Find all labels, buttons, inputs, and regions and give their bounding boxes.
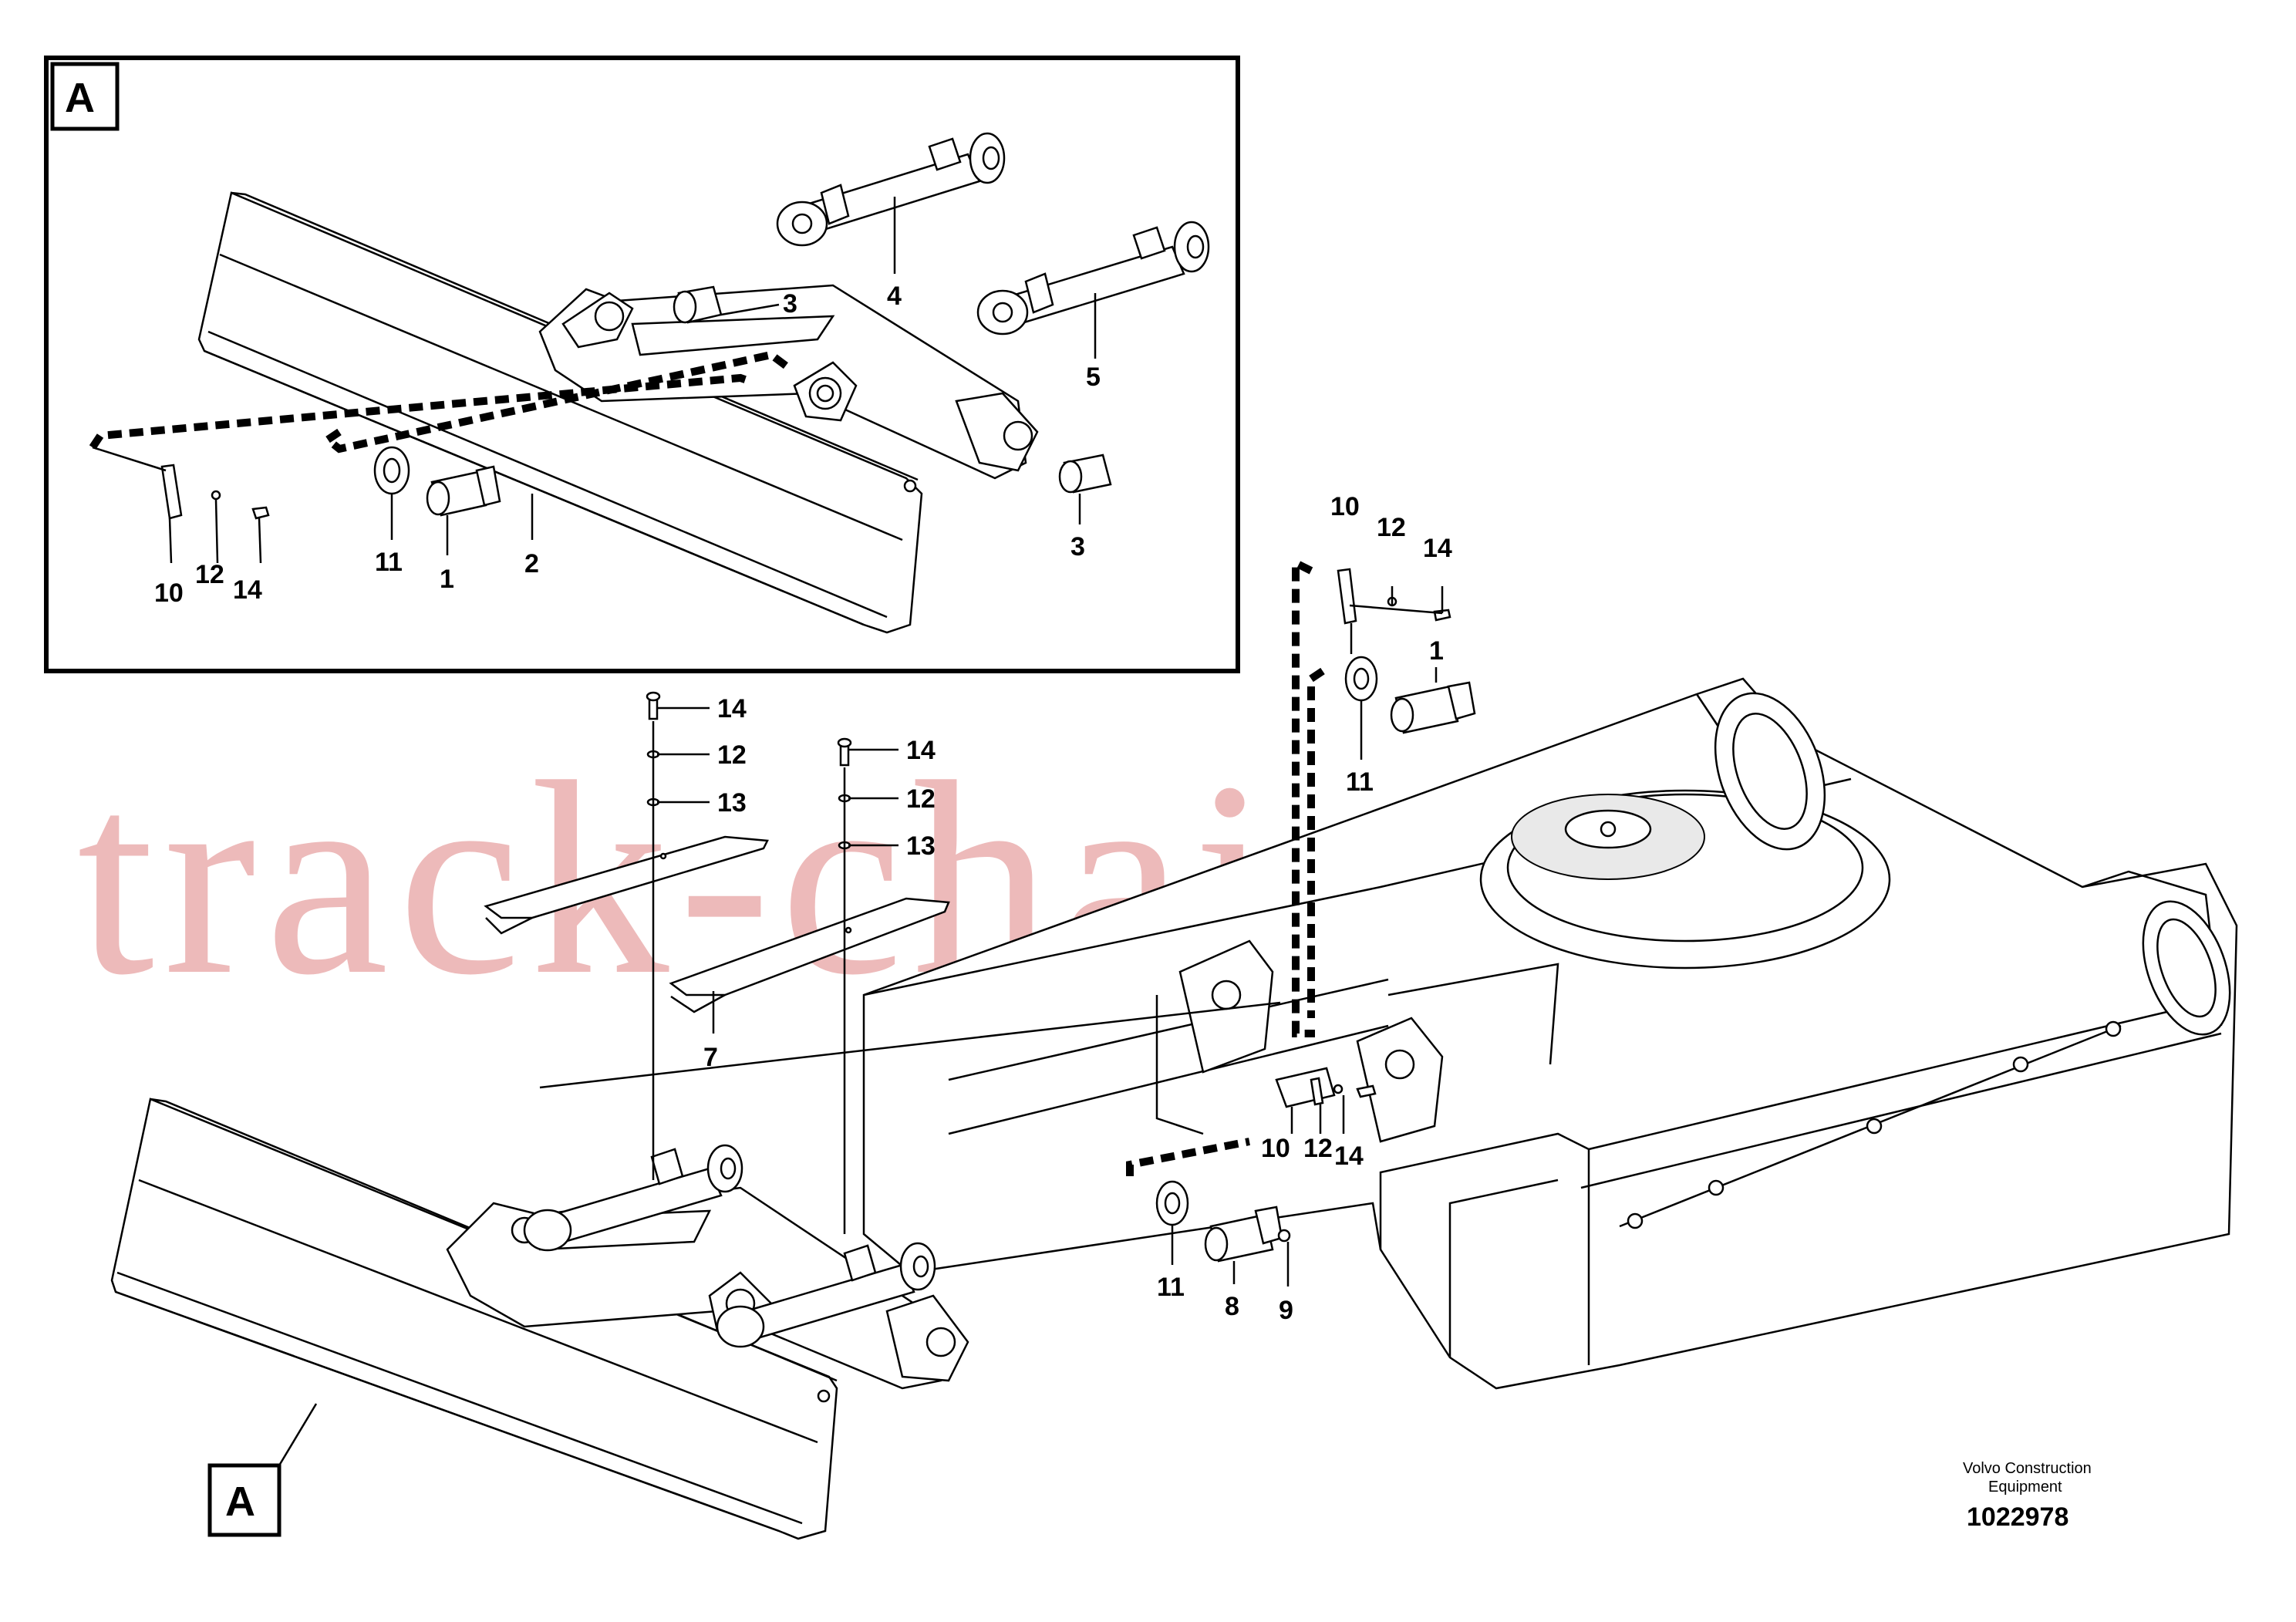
cover-plate-right (669, 897, 950, 1013)
detail-pin-axis-line-lower (321, 350, 789, 454)
detail-label: A (65, 75, 95, 121)
callout-11: 11 (1346, 767, 1374, 797)
detail-pin-axis-line-upper (89, 373, 754, 450)
callout-4: 4 (887, 282, 902, 311)
plate-hardware-right (837, 737, 899, 1234)
callout-14: 14 (1334, 1141, 1364, 1171)
idler-ring-front (2142, 900, 2231, 1036)
callout-12: 12 (1303, 1134, 1333, 1163)
callout-13: 13 (906, 831, 936, 861)
detail-frame (44, 56, 1240, 673)
pin-axis-line-top (1292, 556, 1315, 1037)
callout-14: 14 (717, 694, 747, 723)
callout-11: 11 (1157, 1273, 1185, 1302)
callout-10: 10 (1330, 492, 1360, 521)
callout-12: 12 (195, 560, 224, 589)
pin-axis-line-mid (1126, 1138, 1250, 1176)
swing-ring (1479, 789, 1891, 969)
callout-12: 12 (717, 740, 747, 770)
callout-14: 14 (233, 575, 262, 605)
pin-axis-line-top-branch (1307, 667, 1325, 1018)
detail-cylinder-4 (776, 132, 1006, 247)
callout-12: 12 (1377, 513, 1406, 542)
detail-callout-a: A (207, 1403, 318, 1537)
document-number: 1022978 (1967, 1502, 2068, 1532)
main-cylinder-left (523, 1144, 743, 1252)
main-cylinder-right (716, 1242, 936, 1348)
pin-assembly-low (1155, 1180, 1291, 1286)
callout-14: 14 (1423, 534, 1452, 563)
callout-10: 10 (1261, 1134, 1290, 1163)
callout-1: 1 (1429, 636, 1444, 666)
detail-callout-label: A (225, 1479, 255, 1525)
detail-view-a: A (44, 56, 1240, 673)
detail-dozer-blade (197, 191, 923, 634)
brand-line-2: Equipment (1988, 1479, 2062, 1496)
callout-10: 10 (154, 578, 184, 608)
plate-to-frame-line (539, 1001, 1281, 1089)
detail-label-box (50, 62, 120, 131)
pin-assembly-top (1337, 568, 1476, 760)
callout-1: 1 (440, 565, 454, 594)
brand-line-1: Volvo Construction (1963, 1460, 2092, 1477)
plate-hardware-left (646, 691, 710, 1180)
detail-pin-assembly (160, 446, 501, 520)
detail-push-arms (538, 284, 1039, 480)
callout-14: 14 (906, 736, 936, 765)
cover-plate-left (484, 835, 769, 935)
callout-3-upper: 3 (783, 289, 797, 319)
callout-7: 7 (703, 1043, 718, 1072)
callout-12: 12 (906, 784, 936, 814)
track-guide-rod (1619, 1020, 2122, 1229)
callout-13: 13 (717, 788, 747, 818)
detail-cylinder-5 (976, 221, 1210, 336)
callout-3-lower: 3 (1070, 532, 1085, 561)
detail-bushing-3-upper (673, 285, 723, 324)
callout-11: 11 (375, 548, 403, 577)
pin-assembly-mid (1275, 1067, 1377, 1134)
dozer-mount-brackets (1178, 939, 1444, 1143)
callout-9: 9 (1279, 1296, 1293, 1325)
callout-5: 5 (1086, 363, 1101, 392)
detail-bushing-3-lower (1058, 454, 1112, 494)
detail-leader-lines (168, 197, 1097, 564)
main-dozer-blade (110, 1098, 838, 1540)
callout-8: 8 (1225, 1292, 1239, 1321)
detail-pin-leader (92, 446, 167, 472)
idler-ring-rear (1714, 692, 1826, 851)
callout-2: 2 (524, 549, 539, 578)
